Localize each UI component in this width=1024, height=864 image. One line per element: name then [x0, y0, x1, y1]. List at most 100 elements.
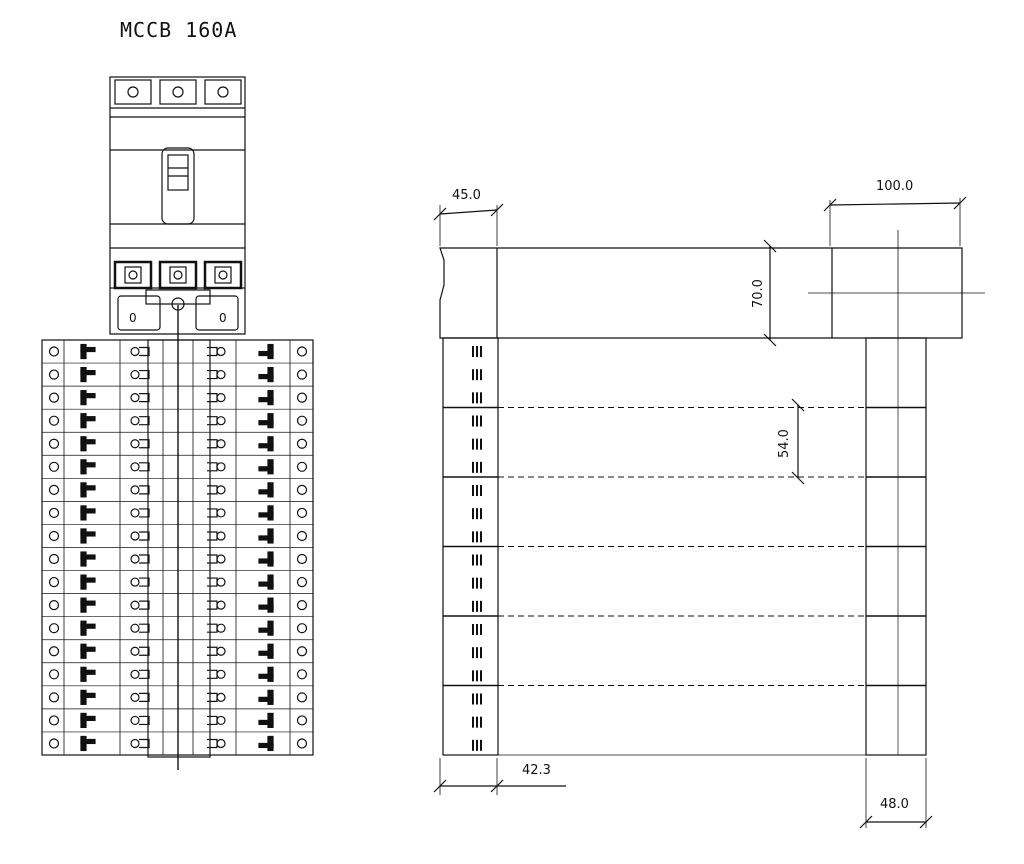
dimension-bottom-depth: 42.3: [433, 758, 566, 795]
busbar-clip-icon: [139, 600, 150, 610]
terminal-icon: [216, 416, 226, 426]
breaker-row: [42, 551, 313, 571]
vent-slot-icon: [480, 531, 482, 543]
screw-icon: [48, 392, 60, 403]
breaker-row: [42, 689, 313, 710]
busbar-clip-icon: [139, 369, 150, 380]
drawing-title: MCCB 160A: [120, 18, 238, 42]
terminal-icon: [130, 462, 140, 472]
terminal-icon: [216, 485, 226, 495]
breaker-row: [42, 712, 313, 733]
toggle-left-icon: [80, 669, 96, 675]
busbar-clip-icon: [139, 531, 150, 541]
dimension-top-box-height: 70.0: [751, 239, 777, 347]
toggle-right-icon: [258, 466, 274, 472]
toggle-left-icon: [80, 554, 96, 560]
terminal-icon: [130, 646, 140, 656]
toggle-left-icon: [80, 369, 96, 376]
screw-icon: [48, 438, 60, 449]
busbar-clip-icon: [139, 692, 150, 702]
toggle-left-icon: [80, 623, 96, 629]
vent-slot-icon: [472, 508, 474, 520]
vent-slot-icon: [476, 461, 478, 473]
terminal-icon: [130, 623, 140, 633]
breaker-row: [42, 436, 313, 456]
vent-slot-icon: [476, 624, 478, 635]
vent-slot-icon: [476, 577, 478, 589]
toggle-left-icon: [80, 462, 96, 468]
busbar-clip-icon: [207, 669, 218, 679]
toggle-left-icon: [80, 646, 96, 652]
vent-slot-icon: [472, 647, 474, 659]
screw-icon: [48, 553, 60, 565]
vent-slot-icon: [480, 739, 482, 751]
terminal-icon: [130, 346, 140, 357]
terminal-icon: [216, 369, 226, 380]
vent-slot-icon: [480, 485, 482, 496]
dimension-row-pitch: 54.0: [777, 398, 805, 485]
vent-slot-icon: [472, 693, 474, 705]
toggle-left-icon: [80, 577, 96, 583]
terminal-icon: [130, 738, 140, 749]
terminal-icon: [130, 416, 140, 426]
dim-label-row-pitch: 54.0: [777, 429, 792, 458]
mccb-side-box: [439, 247, 963, 339]
busbar-clip-icon: [207, 416, 218, 426]
toggle-right-icon: [258, 350, 274, 357]
busbar-clip-icon: [207, 554, 218, 564]
vent-slot-icon: [472, 485, 474, 496]
breaker-row: [42, 413, 313, 433]
vent-slot-icon: [476, 693, 478, 705]
screw-icon: [48, 415, 60, 426]
screw-icon: [48, 715, 60, 726]
terminal-icon: [130, 715, 140, 726]
screw-icon: [48, 738, 60, 749]
vent-slot-icon: [476, 392, 478, 404]
vent-slot-icon: [476, 415, 478, 427]
vent-slot-icon: [472, 716, 474, 728]
busbar-clip-icon: [207, 692, 218, 702]
breaker-row: [42, 643, 313, 664]
screw-icon: [296, 600, 308, 611]
terminal-icon: [130, 669, 140, 679]
vent-slot-icon: [476, 531, 478, 543]
terminal-icon: [216, 531, 226, 541]
busbar-clip-icon: [207, 393, 218, 403]
busbar-clip-icon: [139, 577, 150, 587]
breaker-row: [42, 620, 313, 641]
toggle-right-icon: [258, 397, 274, 403]
vent-slot-icon: [472, 415, 474, 427]
busbar-clip-icon: [207, 369, 218, 380]
vent-slot-icon: [472, 461, 474, 473]
terminal-icon: [130, 393, 140, 403]
toggle-left-icon: [80, 346, 96, 353]
toggle-right-icon: [258, 443, 274, 449]
screw-icon: [48, 530, 60, 542]
breaker-row: [42, 528, 313, 548]
terminal-icon: [130, 531, 140, 541]
vent-slot-icon: [476, 438, 478, 450]
screw-icon: [48, 484, 60, 495]
vent-slot-icon: [480, 369, 482, 381]
toggle-right-icon: [258, 650, 274, 656]
dim-label-front-width: 45.0: [452, 188, 481, 203]
toggle-left-icon: [80, 508, 96, 514]
screw-icon: [48, 692, 60, 703]
busbar-clip-icon: [207, 531, 218, 541]
vent-slot-icon: [480, 716, 482, 728]
toggle-right-icon: [258, 581, 274, 587]
terminal-mark-left: 0: [129, 311, 137, 325]
busbar-clip-icon: [139, 669, 150, 679]
vent-slot-icon: [476, 485, 478, 496]
vent-slot-icon: [472, 739, 474, 751]
busbar-clip-icon: [139, 393, 150, 403]
vent-slot-icon: [480, 600, 482, 612]
toggle-left-icon: [80, 416, 96, 422]
dimension-top-box-width: 100.0: [823, 179, 967, 246]
screw-icon: [296, 484, 308, 495]
terminal-icon: [216, 715, 226, 726]
screw-icon: [48, 346, 60, 357]
busbar-clip-icon: [139, 439, 150, 449]
vent-slot-icon: [472, 670, 474, 682]
